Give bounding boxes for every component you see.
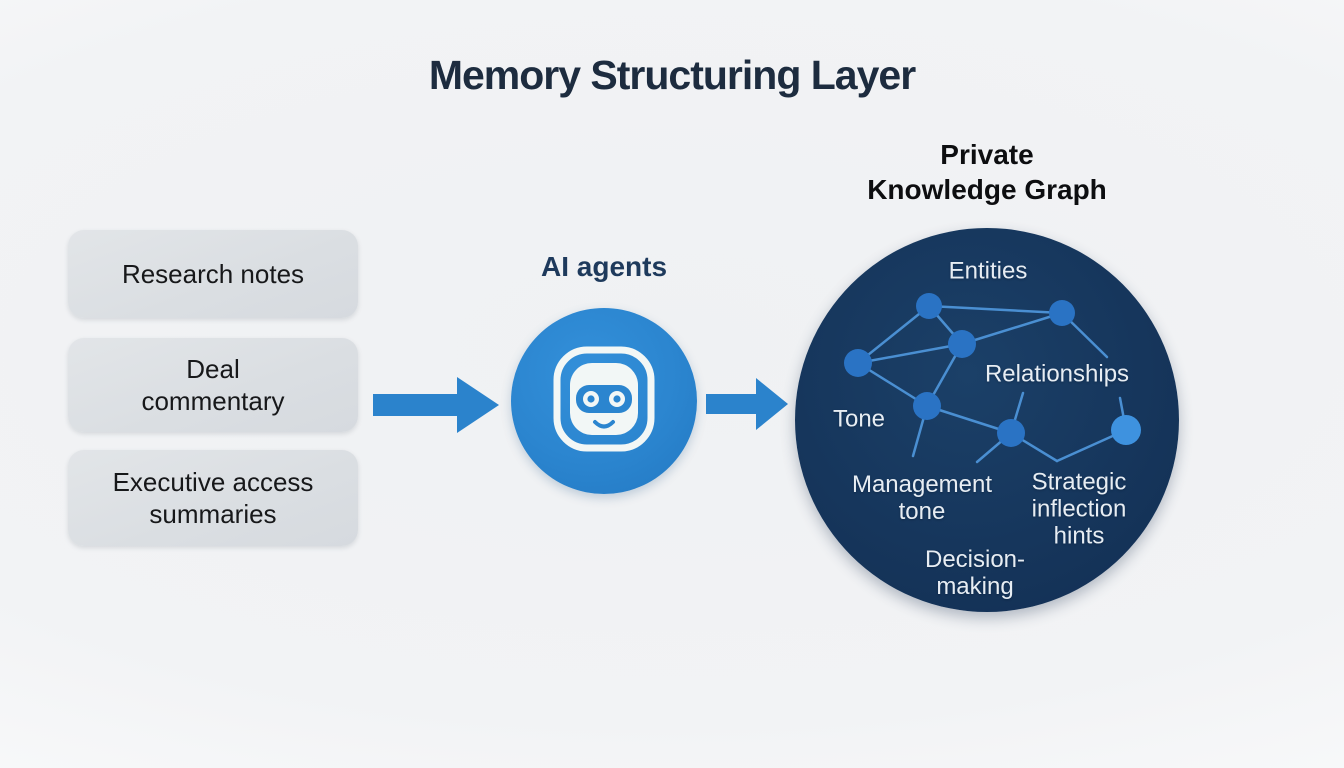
robot-face-icon — [543, 340, 665, 463]
input-box-label: Deal commentary — [141, 354, 285, 416]
graph-node — [844, 349, 872, 377]
graph-label-relationships: Relationships — [984, 360, 1130, 388]
right-arrow-icon — [706, 378, 788, 435]
input-box-executive-access-summaries: Executive access summaries — [68, 450, 358, 546]
ai-agent-node — [511, 308, 697, 494]
ai-agents-label: AI agents — [540, 251, 668, 282]
graph-node — [1111, 415, 1141, 445]
graph-edge — [927, 304, 1064, 315]
graph-node — [997, 419, 1025, 447]
graph-label-entities: Entities — [948, 257, 1028, 285]
input-box-label: Research notes — [121, 259, 305, 289]
input-box-deal-commentary: Deal commentary — [68, 338, 358, 432]
input-box-research-notes: Research notes — [68, 230, 358, 318]
graph-node — [948, 330, 976, 358]
knowledge-graph-title: Private Knowledge Graph — [867, 139, 1107, 205]
graph-edge — [960, 311, 1064, 346]
graph-label-management-tone: Management tone — [851, 471, 993, 525]
right-arrow-icon — [373, 377, 499, 438]
graph-label-tone: Tone — [832, 405, 886, 433]
graph-edge — [925, 404, 1013, 435]
graph-node — [1049, 300, 1075, 326]
knowledge-graph-circle: Entities Relationships Tone Management t… — [795, 228, 1179, 612]
graph-node — [916, 293, 942, 319]
input-box-label: Executive access summaries — [112, 467, 314, 529]
graph-label-decision-making: Decision- making — [924, 546, 1026, 600]
page-title: Memory Structuring Layer — [428, 52, 916, 98]
graph-label-strategic-inflection-hints: Strategic inflection hints — [1031, 468, 1127, 550]
graph-edge — [856, 342, 964, 365]
graph-node — [913, 392, 941, 420]
knowledge-graph-network — [844, 293, 1141, 464]
graph-edge — [856, 304, 931, 365]
